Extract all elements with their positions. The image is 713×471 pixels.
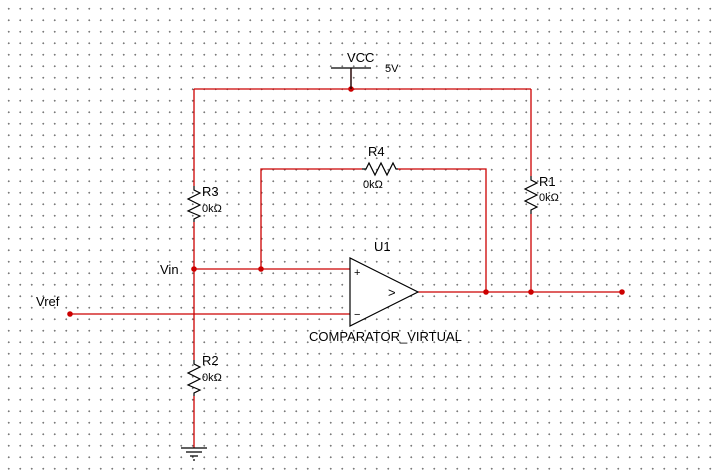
vcc-symbol (331, 67, 371, 89)
comparator-triangle (349, 257, 420, 327)
ground-symbol[interactable] (181, 447, 207, 461)
junction-output-terminal[interactable] (619, 289, 625, 295)
resistor-r1-ref: R1 (539, 174, 556, 189)
junction-output-r4[interactable] (483, 289, 489, 295)
net-label-vin: Vin (160, 262, 179, 277)
resistor-r1[interactable]: R1 0kΩ (523, 174, 559, 214)
resistor-r4-value: 0kΩ (363, 179, 383, 191)
wire-feedback-right[interactable] (398, 168, 487, 292)
junction-vref-terminal[interactable] (67, 311, 73, 317)
wires (70, 68, 622, 448)
resistor-r3[interactable]: R3 0kΩ (186, 184, 222, 222)
junction-feedback[interactable] (258, 266, 264, 272)
vcc-value: 5V (385, 63, 399, 75)
resistor-r3-ref: R3 (202, 184, 219, 199)
resistor-r1-value: 0kΩ (539, 192, 559, 204)
comparator-minus-pin: − (354, 309, 360, 321)
resistor-r1-symbol (523, 176, 539, 214)
net-label-vref: Vref (36, 294, 60, 309)
resistor-r2-value: 0kΩ (202, 372, 222, 384)
resistor-r4[interactable]: R4 0kΩ (362, 144, 398, 191)
comparator-ref: U1 (374, 239, 391, 254)
resistor-r4-symbol (362, 161, 398, 177)
resistor-r4-ref: R4 (368, 144, 385, 159)
comparator-model: COMPARATOR_VIRTUAL (309, 329, 462, 344)
comparator-symbol: > (388, 285, 396, 300)
comparator-u1[interactable]: + − > U1 COMPARATOR_VIRTUAL (309, 239, 462, 344)
ground-icon (181, 447, 207, 461)
vcc-supply[interactable]: VCC 5V (331, 50, 399, 89)
vcc-label: VCC (347, 50, 374, 65)
comparator-plus-pin: + (354, 267, 360, 279)
resistor-r2-symbol (186, 360, 202, 396)
resistor-r2-ref: R2 (202, 353, 219, 368)
resistor-r3-value: 0kΩ (202, 203, 222, 215)
resistor-r3-symbol (186, 186, 202, 222)
resistor-r2[interactable]: R2 0kΩ (186, 353, 222, 396)
junction-vin[interactable] (191, 266, 197, 272)
wire-feedback-left[interactable] (260, 168, 362, 269)
junction-output-r1[interactable] (528, 289, 534, 295)
